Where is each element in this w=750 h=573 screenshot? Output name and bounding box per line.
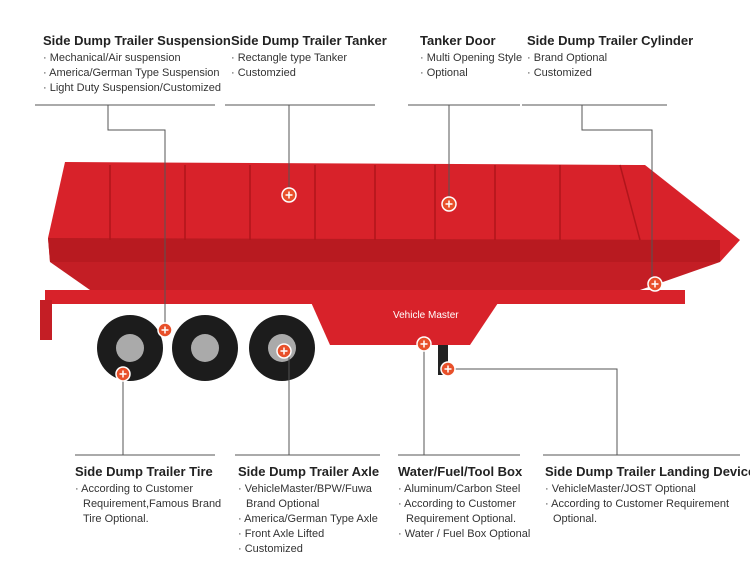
marker-toolbox xyxy=(416,336,432,352)
marker-suspension xyxy=(157,322,173,338)
marker-cylinder xyxy=(647,276,663,292)
block-item: Aluminum/Carbon Steel xyxy=(398,482,538,497)
marker-door xyxy=(441,196,457,212)
toolbox-block: Water/Fuel/Tool Box Aluminum/Carbon Stee… xyxy=(398,464,538,542)
block-item: VehicleMaster/JOST Optional xyxy=(545,482,745,497)
block-item: VehicleMaster/BPW/Fuwa Brand Optional xyxy=(238,482,388,512)
block-item: Optional xyxy=(420,66,522,81)
block-item: Rectangle type Tanker xyxy=(231,51,387,66)
block-item: According to Customer Requirement Option… xyxy=(545,497,745,527)
block-title: Side Dump Trailer Axle xyxy=(238,464,380,479)
block-item: According to Customer Requirement Option… xyxy=(398,497,538,527)
marker-tire xyxy=(115,366,131,382)
block-item: Water / Fuel Box Optional xyxy=(398,527,538,542)
block-item: Customzied xyxy=(231,66,387,81)
tanker-block: Side Dump Trailer Tanker Rectangle type … xyxy=(231,33,387,81)
block-title: Side Dump Trailer Tanker xyxy=(231,33,387,48)
block-title: Side Dump Trailer Cylinder xyxy=(527,33,694,48)
cylinder-block: Side Dump Trailer Cylinder Brand Optiona… xyxy=(527,33,693,81)
block-title: Water/Fuel/Tool Box xyxy=(398,464,523,479)
brand-label: Vehicle Master xyxy=(393,310,459,321)
block-item: America/German Type Suspension xyxy=(43,66,231,81)
landing-block: Side Dump Trailer Landing Device Vehicle… xyxy=(545,464,750,527)
block-title: Tanker Door xyxy=(420,33,496,48)
marker-axle xyxy=(276,343,292,359)
axle-block: Side Dump Trailer Axle VehicleMaster/BPW… xyxy=(238,464,388,557)
block-item: According to Customer Requirement,Famous… xyxy=(75,482,235,527)
chassis xyxy=(45,290,685,304)
marker-landing xyxy=(440,361,456,377)
suspension-block: Side Dump Trailer Suspension Mechanical/… xyxy=(43,33,231,96)
hotspot-markers xyxy=(115,187,663,382)
block-item: Front Axle Lifted xyxy=(238,527,388,542)
block-item: Brand Optional xyxy=(527,51,693,66)
block-item: America/German Type Axle xyxy=(238,512,388,527)
block-item: Multi Opening Style xyxy=(420,51,522,66)
block-item: Customized xyxy=(238,542,388,557)
block-item: Mechanical/Air suspension xyxy=(43,51,231,66)
block-title: Side Dump Trailer Landing Device xyxy=(545,464,750,479)
leader-lines xyxy=(35,104,740,456)
block-title: Side Dump Trailer Tire xyxy=(75,464,213,479)
block-item: Light Duty Suspension/Customized xyxy=(43,81,231,96)
block-item: Customized xyxy=(527,66,693,81)
tire-block: Side Dump Trailer Tire According to Cust… xyxy=(75,464,235,527)
tanker-body xyxy=(48,162,740,262)
block-title: Side Dump Trailer Suspension xyxy=(43,33,231,48)
door-block: Tanker Door Multi Opening StyleOptional xyxy=(420,33,522,81)
marker-tanker xyxy=(281,187,297,203)
